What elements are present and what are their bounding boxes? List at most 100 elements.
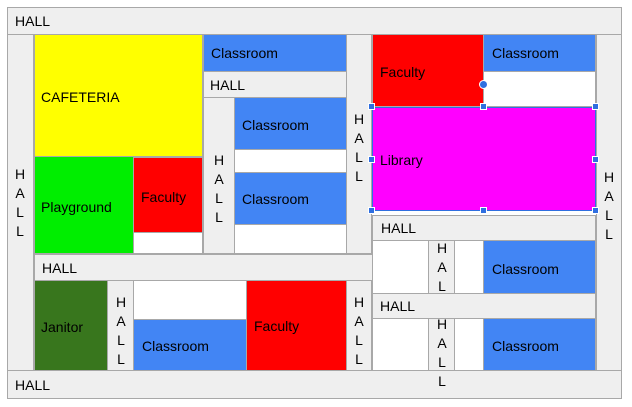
- library-resize-handle-sw[interactable]: [368, 207, 375, 214]
- vertical-label-letter: L: [355, 168, 363, 184]
- empty-space-right-1: [372, 240, 429, 294]
- vertical-label-letter: L: [355, 149, 363, 165]
- vertical-label-letter: A: [214, 171, 224, 187]
- empty-space-center-1: [234, 149, 347, 173]
- classroom-top-right[interactable]: Classroom: [483, 34, 596, 72]
- classroom-right-1[interactable]: Classroom: [483, 240, 596, 294]
- empty-space-left: [133, 232, 203, 254]
- janitor-room[interactable]: Janitor: [34, 280, 108, 371]
- hall-mid-left-label: HALL: [42, 260, 78, 276]
- hall-right-middle[interactable]: HALL: [372, 293, 596, 319]
- vertical-label-letter: H: [353, 111, 365, 127]
- vertical-label-letter: H: [436, 240, 448, 256]
- cafeteria-label: CAFETERIA: [41, 89, 120, 105]
- classroom-right-2[interactable]: Classroom: [483, 318, 596, 371]
- vertical-label-letter: L: [215, 209, 223, 225]
- classroom-mid-1-label: Classroom: [242, 117, 309, 133]
- faculty-top-right-room[interactable]: Faculty: [372, 34, 484, 107]
- hall-bottom[interactable]: HALL: [7, 370, 622, 399]
- library-resize-handle-w[interactable]: [368, 156, 375, 163]
- empty-space-right-2: [454, 240, 484, 294]
- classroom-right-1-label: Classroom: [492, 261, 559, 277]
- empty-space-center-2: [234, 224, 347, 254]
- classroom-mid-2[interactable]: Classroom: [234, 172, 347, 225]
- vertical-label-letter: L: [117, 332, 125, 348]
- faculty-bottom-room[interactable]: Faculty: [246, 280, 347, 371]
- classroom-bottom-left[interactable]: Classroom: [133, 319, 247, 371]
- hall-mid-left[interactable]: HALL: [34, 254, 373, 281]
- classroom-top-center-label: Classroom: [211, 45, 278, 61]
- library-resize-handle-s[interactable]: [480, 207, 487, 214]
- vertical-label-letter: L: [117, 351, 125, 367]
- vertical-label-letter: A: [604, 188, 614, 204]
- faculty-top-right-label: Faculty: [380, 64, 426, 80]
- vertical-label-letter: A: [15, 185, 25, 201]
- hall-library-below[interactable]: HALL: [372, 215, 596, 241]
- classroom-right-2-label: Classroom: [492, 338, 559, 354]
- vertical-label-letter: A: [437, 259, 447, 275]
- vertical-label-letter: L: [605, 207, 613, 223]
- faculty-left-room[interactable]: Faculty: [133, 157, 203, 233]
- vertical-label-letter: L: [355, 351, 363, 367]
- hall-library-below-label: HALL: [381, 220, 417, 236]
- library-rotate-handle[interactable]: [479, 80, 488, 89]
- vertical-label-letter: A: [354, 313, 364, 329]
- vertical-label-letter: L: [215, 190, 223, 206]
- hall-small-top-label: HALL: [210, 77, 246, 93]
- empty-space-right-4: [454, 318, 484, 371]
- hall-right-middle-label: HALL: [380, 298, 416, 314]
- vertical-label-letter: H: [213, 152, 225, 168]
- vertical-label-letter: L: [355, 332, 363, 348]
- vertical-label-letter: H: [603, 169, 615, 185]
- library-resize-handle-ne[interactable]: [592, 103, 599, 110]
- library-resize-handle-se[interactable]: [592, 207, 599, 214]
- empty-space-bottom-left: [133, 280, 247, 320]
- hall-right-inner-vertical-1[interactable]: HALL: [428, 240, 455, 313]
- empty-space-top-right: [483, 71, 596, 107]
- library-room[interactable]: Library: [372, 107, 596, 211]
- hall-bottom-label: HALL: [15, 377, 51, 393]
- janitor-label: Janitor: [41, 319, 84, 335]
- vertical-label-letter: L: [438, 373, 446, 389]
- classroom-top-center[interactable]: Classroom: [203, 34, 347, 72]
- playground-room[interactable]: Playground: [34, 156, 134, 254]
- classroom-top-right-label: Classroom: [492, 45, 559, 61]
- vertical-label-letter: L: [16, 223, 24, 239]
- vertical-label-letter: A: [116, 313, 126, 329]
- classroom-mid-1[interactable]: Classroom: [234, 97, 347, 150]
- hall-top[interactable]: HALL: [7, 7, 622, 35]
- vertical-label-letter: A: [354, 130, 364, 146]
- vertical-label-letter: L: [16, 204, 24, 220]
- playground-label: Playground: [41, 199, 112, 215]
- faculty-left-label: Faculty: [141, 189, 187, 205]
- classroom-bottom-left-label: Classroom: [142, 338, 209, 354]
- library-resize-handle-n[interactable]: [480, 103, 487, 110]
- faculty-bottom-label: Faculty: [254, 318, 300, 334]
- vertical-label-letter: H: [436, 316, 448, 332]
- hall-small-top[interactable]: HALL: [203, 71, 347, 98]
- classroom-mid-2-label: Classroom: [242, 191, 309, 207]
- cafeteria-room[interactable]: CAFETERIA: [34, 34, 203, 157]
- vertical-label-letter: A: [437, 335, 447, 351]
- hall-top-label: HALL: [15, 13, 51, 29]
- vertical-label-letter: H: [115, 294, 127, 310]
- library-resize-handle-nw[interactable]: [368, 103, 375, 110]
- vertical-label-letter: L: [438, 278, 446, 294]
- library-resize-handle-e[interactable]: [592, 156, 599, 163]
- vertical-label-letter: H: [353, 294, 365, 310]
- library-label: Library: [380, 152, 423, 168]
